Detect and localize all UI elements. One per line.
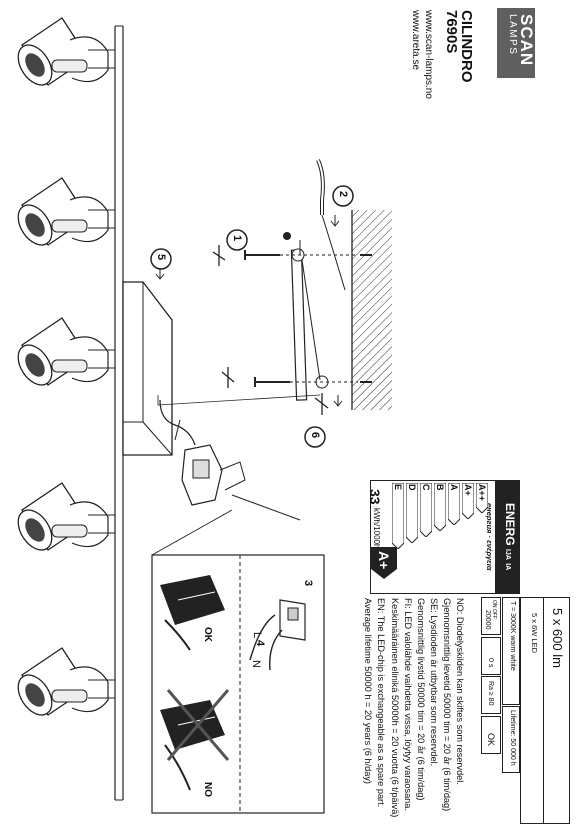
step-1-label: 1 (231, 235, 243, 242)
energy-consumption-unit: kWh/1000h (372, 508, 381, 549)
note-line-6: Keskimääräinen elinikä 50000h = 20 vuott… (389, 598, 400, 818)
energy-class-4: B (433, 482, 447, 532)
note-line-8: Average lifetime 50000 h = 20 years (6 h… (363, 598, 374, 784)
screw-bottom (254, 377, 372, 387)
terminal-block (181, 444, 246, 506)
energy-consumption-value: 33 (367, 489, 383, 505)
spotlight-5 (17, 647, 115, 716)
energy-header-energ: ENERG (503, 503, 517, 546)
energy-class-label: A+ (463, 484, 473, 496)
supply-wire (159, 399, 196, 446)
energy-class-label: C (421, 484, 431, 491)
step-3-label: 3 (302, 580, 314, 587)
spec-cri: Ra ≥ 80 (487, 681, 494, 706)
energy-class-5: C (419, 482, 433, 538)
spotlight-1 (17, 17, 115, 86)
spec-cycles-box: ON OFF 20000 (481, 597, 501, 635)
product-name: CILINDRO (458, 10, 475, 83)
energy-class-label: A++ (477, 484, 487, 502)
spec-dimmable: OK (486, 733, 496, 747)
energy-header-ia: IA (504, 563, 511, 571)
spec-color-temp: T = 3000K warm white (509, 601, 516, 671)
wiring-detail-panel (151, 509, 325, 814)
energy-header: ENERG IJA IA (495, 481, 519, 593)
spotlight-2 (17, 177, 115, 246)
screw-top (244, 250, 372, 260)
energy-class-label: A (449, 484, 459, 491)
product-code: 7690S (443, 10, 460, 54)
ceiling (351, 210, 392, 410)
spec-lifetime: Lifetime: 50 000 h (509, 710, 516, 766)
energy-class-label: B (435, 484, 445, 491)
energy-header-sub: енергия · ενέργεια (485, 503, 494, 571)
step-2-label: 2 (337, 191, 349, 198)
spotlight-3 (17, 317, 115, 386)
spec-lifetime-box: Lifetime: 50 000 h (502, 706, 520, 773)
energy-class-2: A+ (461, 482, 475, 520)
wire-label-neutral: N (250, 660, 262, 668)
spec-cri-box: Ra ≥ 80 (481, 676, 501, 714)
wire-label-live: L (251, 632, 263, 639)
brand-logo: SCAN LAMPS (497, 8, 536, 78)
step-4-label: 4 (254, 640, 266, 647)
connector-no-label: NO (202, 782, 213, 797)
note-line-1: NO: Diodelyskilden kan skiftes som reser… (455, 598, 465, 785)
energy-rating-badge: A+ (371, 547, 397, 579)
brand-line2: LAMPS (507, 14, 518, 56)
energy-class-label: D (407, 484, 417, 491)
website-1: www.scan-lamps.no (423, 10, 434, 99)
energy-class-6: D (405, 482, 419, 544)
spec-warmup: 0 s (487, 658, 494, 668)
spec-color-temp-box: T = 3000K warm white (502, 597, 520, 705)
spec-dimmable-box: OK (481, 716, 501, 754)
note-line-4: Genomsnittlig livstid 50000 tim = 20 år … (415, 598, 426, 801)
note-line-7: EN: The LED-chip is exchangeable as a sp… (376, 598, 387, 808)
spec-led: 5 x 6W LED (530, 613, 539, 654)
spec-cycles: 20000 (484, 610, 491, 630)
step-5-label: 5 (155, 254, 167, 261)
energy-header-ija: IJA (504, 549, 511, 560)
spec-warmup-box: 0 s (481, 637, 501, 675)
mounting-bracket (290, 240, 329, 401)
screwdriver-icon (212, 245, 329, 415)
note-line-2: Gjennomsnittlig levetid 50000 tim = 20 å… (441, 598, 452, 812)
energy-class-3: A (447, 482, 461, 526)
specs-panel: 5 x 600 lm 5 x 6W LED (520, 597, 570, 824)
ceiling-canopy (122, 281, 173, 456)
brand-line1: SCAN (517, 14, 536, 67)
connector-ok-label: OK (202, 627, 213, 642)
energy-class-1: A++ (475, 482, 489, 514)
energy-class-7: E (391, 482, 405, 550)
spec-lumen: 5 x 600 lm (550, 608, 565, 668)
note-line-3: SE: Lysdioden är utbytbar som reservdel. (428, 598, 439, 767)
energy-rating: A+ (376, 551, 392, 570)
note-line-5: FI: LED valolähde vaihdetta vissa, löyty… (402, 598, 413, 811)
website-2: www.areta.se (410, 10, 421, 71)
spotlight-4 (17, 482, 115, 551)
lamp-rail (114, 25, 124, 801)
step-6-label: 6 (309, 432, 321, 439)
energy-class-label: E (393, 484, 403, 491)
spec-cycles-label: ON OFF (491, 600, 497, 619)
